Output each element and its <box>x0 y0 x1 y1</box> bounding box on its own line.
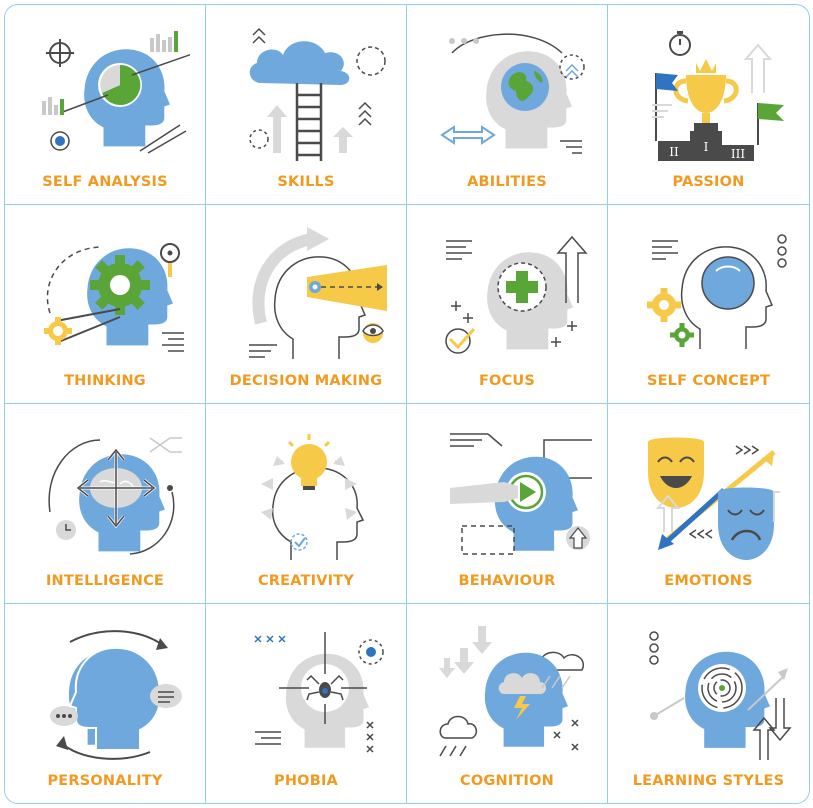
tile-self-concept: SELF CONCEPT <box>608 205 809 404</box>
dual-faces-icon <box>20 612 190 762</box>
cloud-ladder-icon <box>221 13 391 163</box>
pie-chart-head-icon <box>20 13 190 163</box>
svg-text:I: I <box>703 140 708 154</box>
tile-label: PASSION <box>672 173 745 190</box>
tile-intelligence: INTELLIGENCE <box>5 404 206 604</box>
gear-head-icon <box>20 213 190 363</box>
tile-phobia: PHOBIA <box>206 603 407 803</box>
tile-label: SKILLS <box>277 173 335 190</box>
tile-skills: SKILLS <box>206 5 407 205</box>
theatre-masks-icon <box>624 412 794 562</box>
maze-head-icon <box>624 612 794 762</box>
tile-label: BEHAVIOUR <box>458 572 556 589</box>
svg-text:III: III <box>730 147 744 161</box>
tile-label: PHOBIA <box>274 773 338 789</box>
tile-self-analysis: SELF ANALYSIS <box>5 5 206 205</box>
storm-head-icon <box>422 612 592 762</box>
tile-personality: PERSONALITY <box>5 603 206 803</box>
tile-creativity: CREATIVITY <box>206 404 407 604</box>
tile-label: THINKING <box>64 373 146 389</box>
icon-grid: SELF ANALYSIS SKILLS <box>4 4 810 804</box>
tile-label: SELF CONCEPT <box>646 373 771 389</box>
play-head-icon <box>422 412 592 562</box>
tile-behaviour: BEHAVIOUR <box>407 404 608 604</box>
mirror-head-icon <box>624 213 794 363</box>
tile-label: FOCUS <box>478 373 536 389</box>
tile-label: LEARNING STYLES <box>632 773 785 789</box>
tile-focus: FOCUS <box>407 204 608 404</box>
vision-head-icon <box>221 213 391 363</box>
lightbulb-head-icon <box>221 412 391 562</box>
tile-label: CREATIVITY <box>257 572 355 589</box>
tile-cognition: COGNITION <box>407 603 608 803</box>
tile-label: PERSONALITY <box>47 773 163 789</box>
svg-text:II: II <box>669 145 679 159</box>
tile-learning-styles: LEARNING STYLES <box>608 604 809 804</box>
tile-label: COGNITION <box>460 773 554 789</box>
plus-head-icon <box>422 213 592 363</box>
tile-label: SELF ANALYSIS <box>42 173 168 190</box>
tile-emotions: EMOTIONS <box>608 404 809 604</box>
tile-abilities: ABILITIES <box>407 5 608 205</box>
tile-label: DECISION MAKING <box>229 373 383 389</box>
tile-label: EMOTIONS <box>664 572 753 589</box>
tile-label: ABILITIES <box>467 173 547 190</box>
tile-label: INTELLIGENCE <box>45 572 165 589</box>
spider-head-icon <box>221 612 391 762</box>
globe-head-icon <box>422 13 592 163</box>
tile-decision-making: DECISION MAKING <box>206 204 407 404</box>
tile-thinking: THINKING <box>5 204 206 404</box>
brain-arrows-icon <box>20 412 190 562</box>
